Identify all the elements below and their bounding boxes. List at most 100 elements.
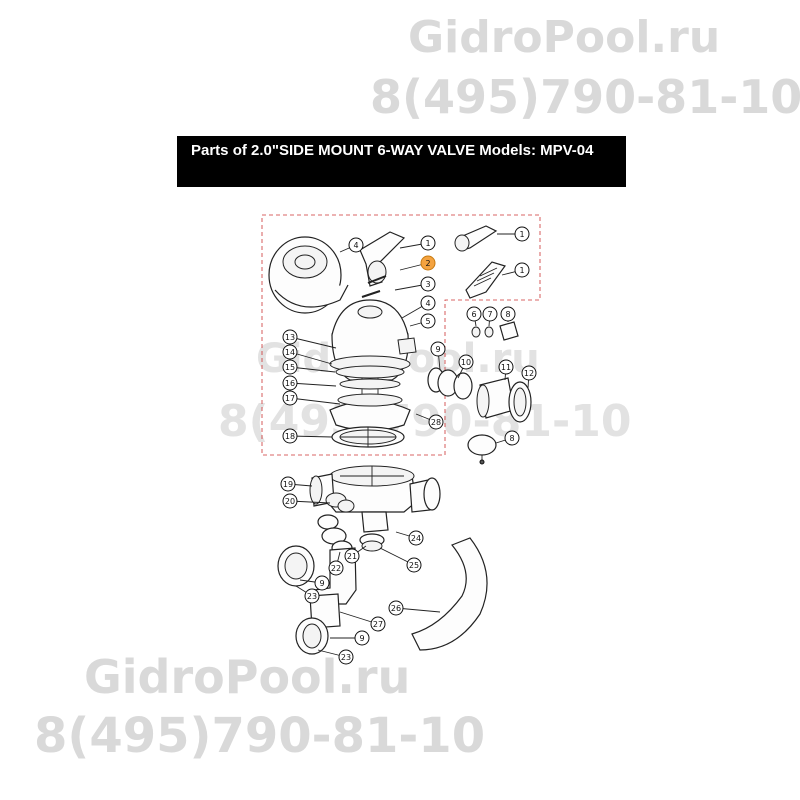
callout-circle xyxy=(282,428,298,444)
callout-label: 10 xyxy=(461,358,471,367)
callout-circle xyxy=(370,616,386,632)
union-fittings-part xyxy=(427,321,532,423)
callout-circle xyxy=(420,276,436,292)
callout-label: 7 xyxy=(487,310,492,319)
callout-label: 14 xyxy=(285,348,295,357)
callout-label: 27 xyxy=(373,620,383,629)
watermark-site: GidroPool.ru xyxy=(408,12,721,63)
callout-label: 8 xyxy=(509,434,514,443)
callout-9: 9 xyxy=(430,341,446,371)
callout-label: 18 xyxy=(285,432,295,441)
callout-label: 9 xyxy=(435,345,440,354)
callout-label: 1 xyxy=(425,239,430,248)
callout-19: 19 xyxy=(280,476,313,492)
callout-13: 13 xyxy=(282,329,337,349)
callout-1: 1 xyxy=(501,262,530,278)
callout-label: 6 xyxy=(471,310,476,319)
callout-circle xyxy=(282,390,298,406)
callout-10: 10 xyxy=(457,354,474,379)
callout-circle xyxy=(430,341,446,357)
leader-line xyxy=(289,366,336,373)
callout-circle xyxy=(282,344,298,360)
callout-label: 20 xyxy=(285,497,295,506)
callout-label: 26 xyxy=(391,604,401,613)
callout-label: 2 xyxy=(425,259,430,268)
callout-circle xyxy=(420,295,436,311)
title-banner: Parts of 2.0"SIDE MOUNT 6-WAY VALVE Mode… xyxy=(177,136,626,187)
callout-28: 28 xyxy=(415,413,444,430)
callout-15: 15 xyxy=(282,359,336,375)
pin-part xyxy=(361,275,387,298)
callout-circle xyxy=(282,329,298,345)
callout-label: 22 xyxy=(331,564,341,573)
callout-label: 25 xyxy=(409,561,419,570)
callout-label: 21 xyxy=(347,552,357,561)
cover-housing-part xyxy=(268,236,349,314)
callout-label: 4 xyxy=(425,299,430,308)
callout-16: 16 xyxy=(282,375,337,391)
callout-circle xyxy=(482,306,498,322)
callout-circle xyxy=(282,359,298,375)
page-title: Parts of 2.0"SIDE MOUNT 6-WAY VALVE Mode… xyxy=(191,142,594,159)
watermark-site-bottom: GidroPool.ru xyxy=(84,650,411,704)
leader-line xyxy=(289,336,337,349)
callout-label: 1 xyxy=(519,230,524,239)
callout-circle xyxy=(466,306,482,322)
leader-line xyxy=(289,382,337,387)
callout-circle xyxy=(388,600,404,616)
callout-circle xyxy=(521,365,537,381)
callout-circle xyxy=(304,588,320,604)
callout-label: 13 xyxy=(285,333,295,342)
callout-circle xyxy=(282,375,298,391)
callout-circle xyxy=(406,557,422,573)
upper-assembly-outline xyxy=(261,214,541,456)
callout-1: 1 xyxy=(497,226,530,242)
handle-grip-part xyxy=(465,261,506,299)
callout-circle xyxy=(338,649,354,665)
callout-circle xyxy=(458,354,474,370)
handle-top-right-part xyxy=(454,225,498,252)
callout-circle xyxy=(282,493,298,509)
callout-label: 3 xyxy=(425,280,430,289)
callout-label: 17 xyxy=(285,394,295,403)
callout-9: 9 xyxy=(299,575,330,591)
callout-circle xyxy=(420,313,436,329)
callout-label: 23 xyxy=(341,653,351,662)
callout-label: 1 xyxy=(519,266,524,275)
callout-4: 4 xyxy=(339,237,364,253)
callout-23: 23 xyxy=(317,649,354,665)
watermark-phone: 8(495)790-81-10 xyxy=(370,70,800,124)
callout-label: 9 xyxy=(319,579,324,588)
callout-5: 5 xyxy=(409,313,436,329)
callout-circle xyxy=(408,530,424,546)
callout-label: 5 xyxy=(425,317,430,326)
callout-circle xyxy=(504,430,520,446)
callout-9: 9 xyxy=(330,630,370,646)
callout-label: 15 xyxy=(285,363,295,372)
callout-label: 24 xyxy=(411,534,421,543)
callout-24: 24 xyxy=(395,530,424,546)
callout-circle xyxy=(314,575,330,591)
callout-27: 27 xyxy=(339,611,386,632)
callout-label: 8 xyxy=(505,310,510,319)
callout-1: 1 xyxy=(399,235,436,251)
spider-gasket-part xyxy=(331,426,405,448)
callout-3: 3 xyxy=(394,276,436,292)
callout-2: 2 xyxy=(399,255,436,271)
callout-6: 6 xyxy=(466,306,482,327)
callout-18: 18 xyxy=(282,428,333,444)
callout-17: 17 xyxy=(282,390,341,406)
callout-8: 8 xyxy=(495,430,520,446)
callout-12: 12 xyxy=(521,365,537,389)
callout-circle xyxy=(420,255,436,271)
callout-label: 9 xyxy=(359,634,364,643)
callout-circle xyxy=(428,414,444,430)
callout-label: 16 xyxy=(285,379,295,388)
callout-circle xyxy=(344,548,360,564)
callout-8: 8 xyxy=(500,306,516,322)
callout-26: 26 xyxy=(388,600,441,616)
callout-circle xyxy=(498,359,514,375)
callout-label: 19 xyxy=(283,480,293,489)
callout-25: 25 xyxy=(379,547,422,573)
